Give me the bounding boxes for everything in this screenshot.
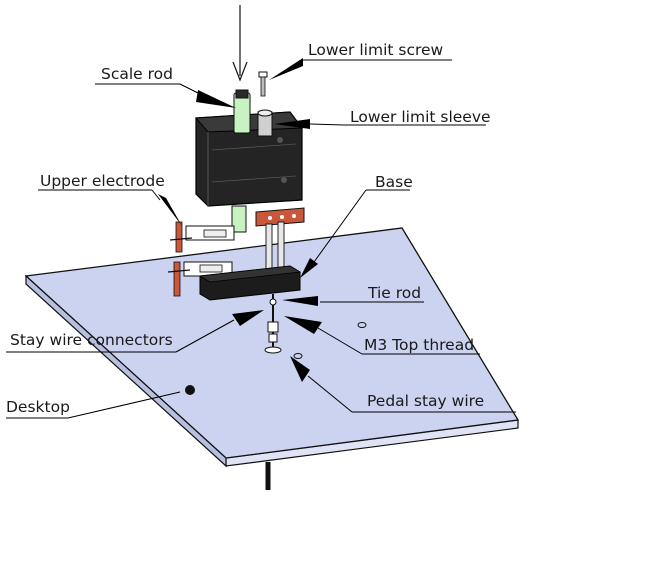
upper-red-block	[255, 207, 305, 227]
label-desktop: Desktop	[6, 398, 70, 416]
lower-electrode-part	[167, 261, 233, 297]
label-lower-limit-screw: Lower limit screw	[308, 41, 444, 59]
label-lower-limit-sleeve: Lower limit sleeve	[350, 108, 491, 126]
base-block	[198, 265, 302, 301]
leader-lines	[6, 58, 516, 419]
upper-electrode-part	[169, 221, 235, 253]
label-upper-electrode: Upper electrode	[40, 172, 165, 190]
main-housing	[194, 89, 303, 233]
label-tie-rod: Tie rod	[367, 284, 421, 302]
force-arrow	[232, 5, 248, 82]
label-stay-wire-connectors: Stay wire connectors	[10, 331, 173, 349]
tie-rod-part	[264, 294, 282, 354]
label-scale-rod: Scale rod	[101, 65, 173, 83]
label-pedal-stay-wire: Pedal stay wire	[367, 392, 484, 410]
diagram-labels: Lower limit screw Scale rod Lower limit …	[6, 41, 491, 416]
label-m3-top-thread: M3 Top thread	[364, 336, 474, 354]
label-base: Base	[375, 173, 413, 191]
lower-limit-screw-part	[258, 71, 268, 97]
